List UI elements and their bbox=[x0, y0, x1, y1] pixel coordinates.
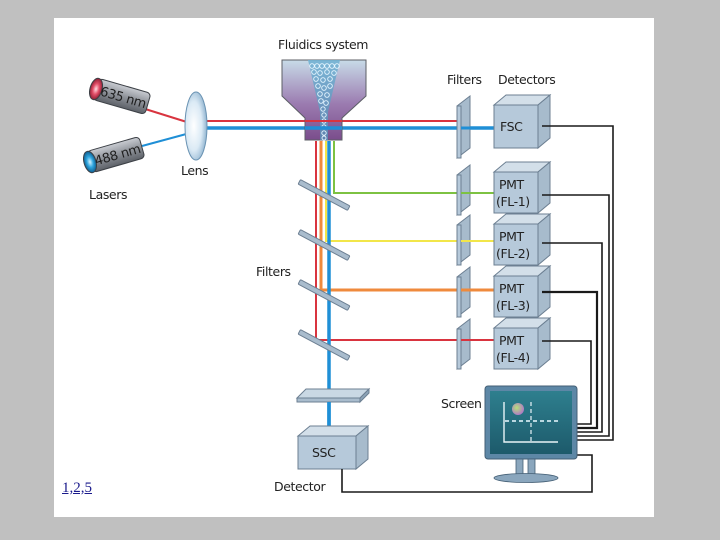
yellow-emission-beam bbox=[325, 141, 458, 242]
wire-fl1 bbox=[542, 194, 610, 437]
monitor bbox=[484, 385, 578, 483]
wire-ssc bbox=[341, 454, 593, 493]
orange-emission-beam bbox=[319, 141, 458, 292]
detector-bottom-label: Detector bbox=[274, 479, 327, 494]
detector-fl4: PMT (FL-4) bbox=[492, 316, 552, 371]
wire-fl4 bbox=[542, 340, 592, 425]
red-laser-beam bbox=[141, 107, 191, 124]
detector-fl2: PMT (FL-2) bbox=[492, 212, 552, 267]
pmt-fl2-line1: PMT bbox=[499, 229, 525, 244]
laser-635nm: 635 nm bbox=[88, 77, 151, 115]
lens-label: Lens bbox=[181, 163, 208, 178]
fluidics-system-label: Fluidics system bbox=[278, 37, 368, 52]
green-emission-beam bbox=[333, 141, 458, 194]
filter-fl3 bbox=[456, 265, 471, 319]
pmt-fl1-line2: (FL-1) bbox=[496, 194, 530, 209]
lens bbox=[184, 91, 208, 161]
pmt-fl3-line1: PMT bbox=[499, 281, 525, 296]
fsc-label: FSC bbox=[500, 119, 523, 134]
detector-fsc: FSC bbox=[492, 93, 552, 150]
ssc-filter bbox=[295, 387, 371, 404]
blue-laser-beam bbox=[141, 132, 191, 147]
filter-fl4 bbox=[456, 317, 471, 371]
fluidics-nozzle bbox=[281, 59, 367, 141]
pmt-fl4-line1: PMT bbox=[499, 333, 525, 348]
filter-fl1 bbox=[456, 163, 471, 217]
screen-label: Screen bbox=[441, 396, 482, 411]
filters-top-label: Filters bbox=[447, 72, 482, 87]
filters-side-label: Filters bbox=[256, 264, 291, 279]
dichroic-mirrors bbox=[297, 179, 351, 361]
pmt-fl4-line2: (FL-4) bbox=[496, 350, 530, 365]
signal-wires bbox=[341, 125, 614, 493]
pmt-fl3-line2: (FL-3) bbox=[496, 298, 530, 313]
wire-fl3 bbox=[542, 290, 599, 430]
population-dot bbox=[512, 403, 524, 415]
detector-fl1: PMT (FL-1) bbox=[492, 160, 552, 215]
wire-fl2 bbox=[542, 242, 603, 433]
screen-plot bbox=[503, 402, 558, 443]
laser-488nm: 488 nm bbox=[82, 136, 145, 174]
detector-filters bbox=[456, 94, 471, 371]
ssc-label: SSC bbox=[312, 445, 336, 460]
pmt-fl2-line2: (FL-2) bbox=[496, 246, 530, 261]
pmt-fl1-line1: PMT bbox=[499, 177, 525, 192]
ssc-detector: SSC bbox=[296, 424, 370, 471]
detectors-label: Detectors bbox=[498, 72, 555, 87]
reference-link[interactable]: 1,2,5 bbox=[62, 480, 92, 496]
lasers-label: Lasers bbox=[89, 187, 127, 202]
detector-fl3: PMT (FL-3) bbox=[492, 264, 552, 319]
wire-fsc bbox=[542, 125, 614, 441]
